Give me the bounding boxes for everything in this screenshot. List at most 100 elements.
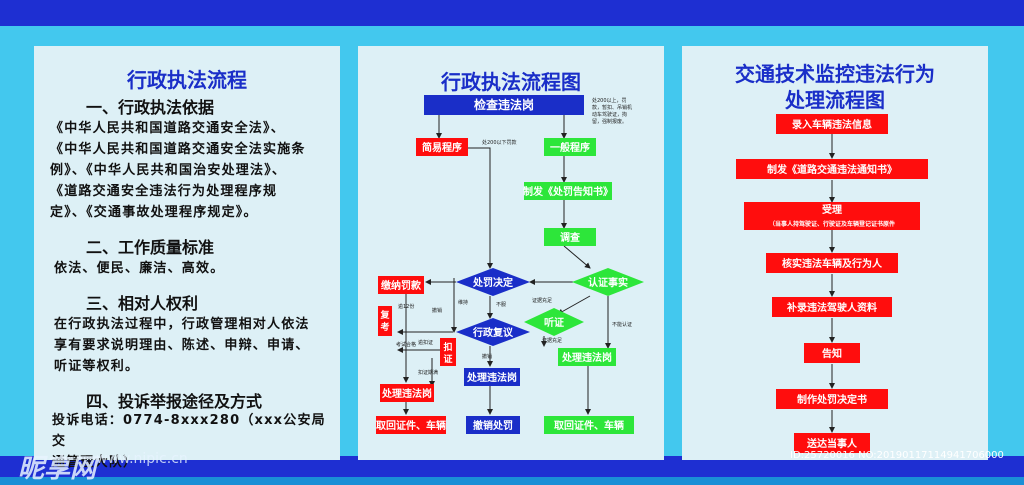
node-hearing bbox=[524, 308, 584, 336]
watermark-id: ID:25720016 NO:20190117114941706000 bbox=[790, 450, 1004, 461]
node-retrieve-right-label: 取回证件、车辆 bbox=[554, 419, 624, 432]
middle-panel: 行政执法流程图 bbox=[358, 46, 664, 460]
node-handle-mid bbox=[464, 368, 520, 386]
node-reexam-label: 复 bbox=[379, 309, 390, 321]
step-2-label: 制发《道路交通违法通知书》 bbox=[767, 163, 897, 176]
left-panel: 行政执法流程 一、行政执法依据 《中华人民共和国道路交通安全法》、 《中华人民共… bbox=[34, 46, 340, 470]
step-5 bbox=[772, 297, 892, 317]
step-8-label: 送达当事人 bbox=[806, 437, 858, 450]
node-pay bbox=[378, 276, 424, 294]
note-top-right: 处200以上，罚 款，暂扣、吊销机 动车驾驶证，拘 留，强制报废。 bbox=[592, 97, 634, 125]
step-6-label: 告知 bbox=[822, 347, 842, 360]
node-simple bbox=[416, 138, 468, 156]
node-handle-mid-label: 处理违法岗 bbox=[466, 371, 517, 384]
note-revoke: 撤销 bbox=[482, 353, 492, 360]
node-handle-left bbox=[380, 384, 434, 402]
arrow-simple-decide bbox=[468, 147, 493, 269]
node-decide-label: 处罚决定 bbox=[472, 276, 513, 289]
node-retrieve-left-label: 取回证件、车辆 bbox=[376, 419, 446, 432]
section-heading-complaint: 四、投诉举报途径及方式 bbox=[86, 392, 263, 411]
note-exam-pass: 考试合格 bbox=[396, 341, 416, 348]
node-notice-label: 制发《处罚告知书》 bbox=[523, 185, 613, 198]
connectors bbox=[397, 114, 611, 415]
monitor-flowchart-svg: 录入车辆违法信息 制发《道路交通违法通知书》 受理 （当事人持驾驶证、行驶证及车… bbox=[736, 114, 928, 453]
node-detain-label: 扣 bbox=[443, 341, 452, 353]
text-line: 例》、《中华人民共和国治安处理法》、 bbox=[50, 163, 287, 178]
text-line: 投诉电话：0774-8xxx280（xxx公安局交 bbox=[52, 413, 326, 449]
section-heading-rights: 三、相对人权利 bbox=[86, 294, 199, 313]
node-simple-label: 简易程序 bbox=[422, 141, 462, 154]
note-bad: 撤销 bbox=[432, 307, 442, 314]
step-3 bbox=[744, 202, 920, 230]
node-confirm bbox=[572, 268, 644, 296]
note-buckle-expire: 扣证期满 bbox=[418, 369, 438, 376]
section-body-quality: 依法、便民、廉洁、高效。 bbox=[54, 258, 334, 279]
top-banner bbox=[0, 0, 1024, 26]
text-line: 《道路交通安全违法行为处理程序规 bbox=[50, 184, 278, 199]
step-6 bbox=[804, 343, 860, 363]
arrow-investigate-confirm bbox=[563, 245, 591, 269]
step-2 bbox=[736, 159, 928, 179]
node-retrieve-left bbox=[376, 416, 446, 434]
node-general bbox=[544, 138, 596, 156]
node-reexam-label2: 考 bbox=[380, 321, 389, 333]
text-line: 在行政执法过程中，行政管理相对人依法 bbox=[54, 317, 310, 332]
node-handle-right bbox=[558, 348, 616, 366]
text-line: 听证等权利。 bbox=[54, 359, 140, 374]
note-uphold: 维持 bbox=[458, 299, 468, 306]
step-3-label: 受理 bbox=[822, 203, 842, 216]
note-overdue: 逾扣证 bbox=[418, 339, 433, 346]
node-check bbox=[424, 95, 584, 115]
watermark-logo: 昵享网 bbox=[18, 454, 97, 484]
watermark-url: www.nipic.cn bbox=[96, 451, 188, 467]
section-heading-quality: 二、工作质量标准 bbox=[86, 238, 215, 257]
node-detain bbox=[440, 338, 456, 366]
node-decide bbox=[456, 268, 530, 296]
node-hearing-label: 听证 bbox=[544, 316, 564, 329]
text-line: 《中华人民共和国道路交通安全法》、 bbox=[50, 121, 285, 136]
step-5-label: 补录违法驾驶人资料 bbox=[786, 301, 877, 314]
flowchart-svg: 检查违法岗 简易程序 一般程序 制发《处罚告知书》 调查 处罚决定 认证事实 缴… bbox=[376, 95, 644, 434]
step-1 bbox=[776, 114, 888, 134]
step-8 bbox=[794, 433, 870, 453]
node-retrieve-right bbox=[544, 416, 634, 434]
step-4 bbox=[766, 253, 898, 273]
node-revoke-label: 撤销处罚 bbox=[473, 419, 513, 432]
node-confirm-label: 认证事实 bbox=[588, 276, 628, 289]
node-review bbox=[456, 318, 530, 346]
node-general-label: 一般程序 bbox=[550, 141, 590, 154]
node-notice bbox=[524, 182, 612, 200]
step-1-label: 录入车辆违法信息 bbox=[792, 118, 872, 131]
text-line: 通管理大队） bbox=[52, 455, 138, 470]
text-line: 定》、《交通事故处理程序规定》。 bbox=[50, 205, 258, 220]
left-panel-title: 行政执法流程 bbox=[127, 68, 247, 92]
node-reexam bbox=[378, 306, 392, 336]
step-7-label: 制作处罚决定书 bbox=[797, 393, 867, 406]
node-investigate bbox=[544, 228, 596, 246]
arrow-confirm-hearing bbox=[557, 295, 591, 315]
section-body-rights: 在行政执法过程中，行政管理相对人依法 享有要求说明理由、陈述、申辩、申请、 听证… bbox=[54, 314, 338, 377]
text-line: 享有要求说明理由、陈述、申辩、申请、 bbox=[54, 338, 310, 353]
right-panel: 交通技术监控违法行为 处理流程图 录入车辆违法信息 制发《道路交通违法通知书》 … bbox=[682, 46, 988, 460]
text-line: 依法、便民、廉洁、高效。 bbox=[54, 261, 225, 276]
node-detain-label2: 证 bbox=[443, 354, 452, 365]
node-check-label: 检查违法岗 bbox=[474, 97, 534, 112]
node-investigate-label: 调查 bbox=[560, 231, 581, 244]
section-heading-basis: 一、行政执法依据 bbox=[86, 98, 215, 117]
node-pay-label: 缴纳罚款 bbox=[381, 279, 422, 292]
bottom-banner bbox=[0, 456, 1024, 477]
middle-panel-title: 行政执法流程图 bbox=[441, 70, 581, 94]
note-hearing-side: 证据充足 bbox=[542, 337, 562, 344]
section-body-basis: 《中华人民共和国道路交通安全法》、 《中华人民共和国道路交通安全法实施条 例》、… bbox=[50, 118, 340, 223]
step-3-note: （当事人持驾驶证、行驶证及车辆登记证书原件 bbox=[769, 220, 895, 228]
note-under-200: 处200以下罚款 bbox=[482, 139, 517, 146]
right-panel-title-line1: 交通技术监控违法行为 bbox=[735, 62, 935, 86]
right-panel-title-line2: 处理流程图 bbox=[785, 88, 885, 112]
note-not-accept: 不服 bbox=[496, 302, 506, 308]
section-body-complaint: 投诉电话：0774-8xxx280（xxx公安局交 通管理大队） bbox=[52, 410, 340, 473]
note-evidence: 证据充足 bbox=[532, 297, 552, 304]
step-7 bbox=[776, 389, 888, 409]
step-4-label: 核实违法车辆及行为人 bbox=[782, 257, 883, 270]
node-review-label: 行政复议 bbox=[472, 326, 514, 339]
node-revoke bbox=[466, 416, 520, 434]
